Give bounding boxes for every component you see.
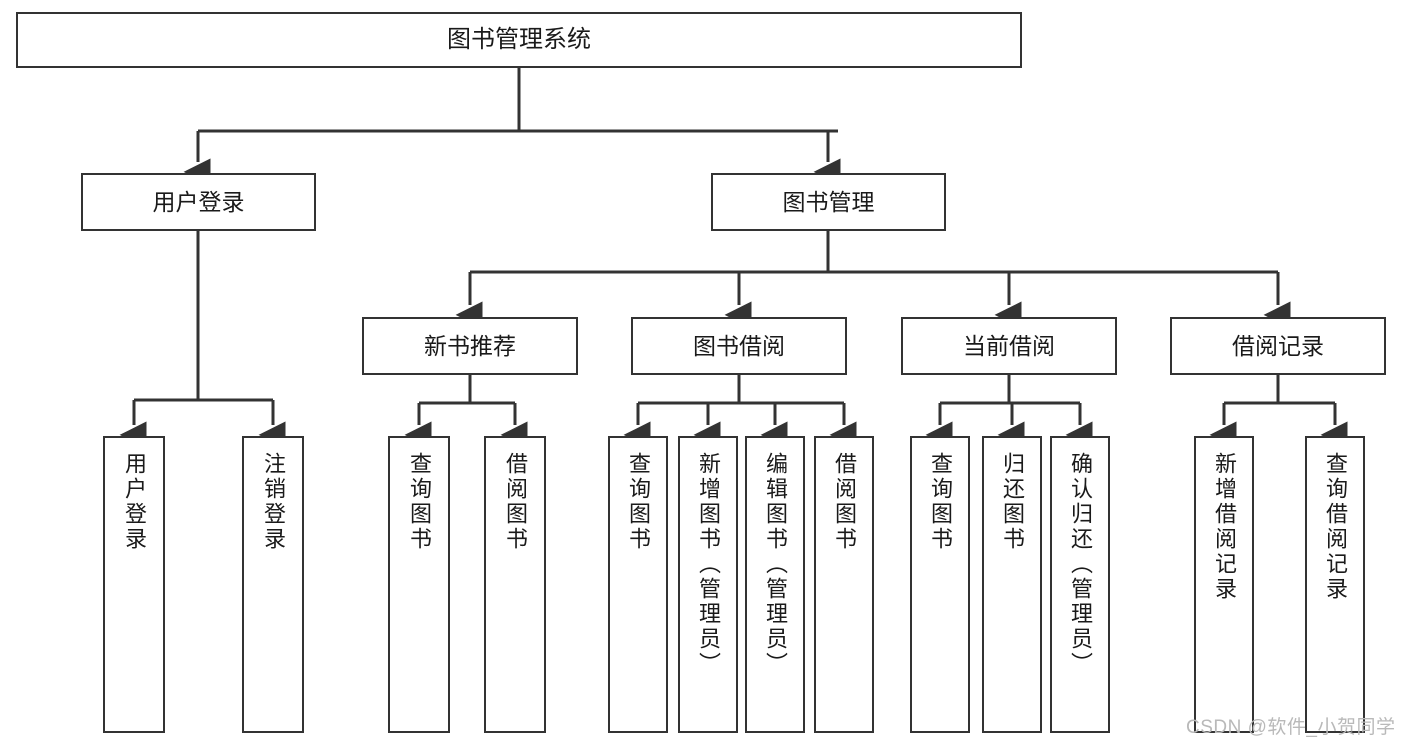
node-label: 图书借阅 xyxy=(693,332,785,359)
node-label: 查询图书 xyxy=(407,452,432,552)
node-user-login[interactable]: 用户登录 xyxy=(81,173,316,231)
leaf-borrow-query-book[interactable]: 查询图书 xyxy=(608,436,668,733)
node-label: 注销登录 xyxy=(261,452,286,552)
leaf-new-books-query[interactable]: 查询图书 xyxy=(388,436,450,733)
node-label: 查询图书 xyxy=(626,452,651,552)
node-current-borrow[interactable]: 当前借阅 xyxy=(901,317,1117,375)
leaf-borrow-edit-book-admin[interactable]: 编辑图书（管理员） xyxy=(745,436,805,733)
node-label: 归还图书 xyxy=(1000,452,1025,552)
leaf-current-return-book[interactable]: 归还图书 xyxy=(982,436,1042,733)
node-label: 新增图书（管理员） xyxy=(696,452,721,677)
leaf-borrow-add-book-admin[interactable]: 新增图书（管理员） xyxy=(678,436,738,733)
leaf-records-query[interactable]: 查询借阅记录 xyxy=(1305,436,1365,733)
node-label: 借阅图书 xyxy=(503,452,528,552)
node-label: 图书管理 xyxy=(782,188,875,215)
leaf-user-login[interactable]: 用户登录 xyxy=(103,436,165,733)
node-label: 借阅记录 xyxy=(1232,332,1324,359)
node-new-book-recommend[interactable]: 新书推荐 xyxy=(362,317,578,375)
leaf-borrow-borrow-book[interactable]: 借阅图书 xyxy=(814,436,874,733)
node-label: 用户登录 xyxy=(122,452,147,552)
node-label: 新增借阅记录 xyxy=(1212,452,1237,602)
node-label: 查询图书 xyxy=(928,452,953,552)
leaf-records-add[interactable]: 新增借阅记录 xyxy=(1194,436,1254,733)
node-label: 借阅图书 xyxy=(832,452,857,552)
leaf-current-confirm-return-admin[interactable]: 确认归还（管理员） xyxy=(1050,436,1110,733)
leaf-current-query-book[interactable]: 查询图书 xyxy=(910,436,970,733)
leaf-new-books-borrow[interactable]: 借阅图书 xyxy=(484,436,546,733)
node-label: 当前借阅 xyxy=(963,332,1055,359)
node-root-system[interactable]: 图书管理系统 xyxy=(16,12,1022,68)
node-label: 查询借阅记录 xyxy=(1323,452,1348,602)
node-borrow-records[interactable]: 借阅记录 xyxy=(1170,317,1386,375)
node-label: 确认归还（管理员） xyxy=(1068,452,1093,677)
node-label: 图书管理系统 xyxy=(447,26,591,54)
watermark: CSDN @软件_小贺同学 xyxy=(1186,717,1396,738)
node-label: 新书推荐 xyxy=(424,332,516,359)
node-book-borrow[interactable]: 图书借阅 xyxy=(631,317,847,375)
leaf-user-logout[interactable]: 注销登录 xyxy=(242,436,304,733)
node-book-management[interactable]: 图书管理 xyxy=(711,173,946,231)
node-label: 编辑图书（管理员） xyxy=(763,452,788,677)
node-label: 用户登录 xyxy=(152,188,245,215)
